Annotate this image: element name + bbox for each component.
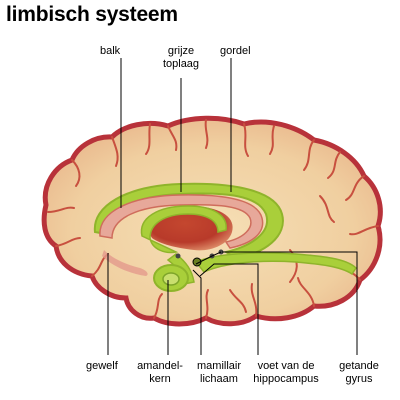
label-grijze-toplaag: grijze toplaag: [162, 45, 200, 70]
diagram-title: limbisch systeem: [6, 3, 178, 26]
leader-lines: [107, 58, 358, 355]
label-getande-gyrus: getande gyrus: [339, 360, 379, 385]
label-gewelf: gewelf: [86, 360, 118, 372]
gewelf-arc: [140, 205, 227, 254]
gyri-folds: [47, 119, 379, 319]
label-voet-van-de-hippocampus: voet van de hippocampus: [253, 360, 319, 385]
label-balk: balk: [100, 45, 121, 57]
balk-region: [99, 194, 264, 249]
hippocampus-band: [194, 252, 357, 276]
label-gordel: gordel: [220, 45, 251, 57]
temporal-streak: [102, 250, 148, 276]
label-mamillair-lichaam: mamillair lichaam: [197, 360, 241, 385]
label-amandelkern: amandel- kern: [137, 360, 183, 385]
